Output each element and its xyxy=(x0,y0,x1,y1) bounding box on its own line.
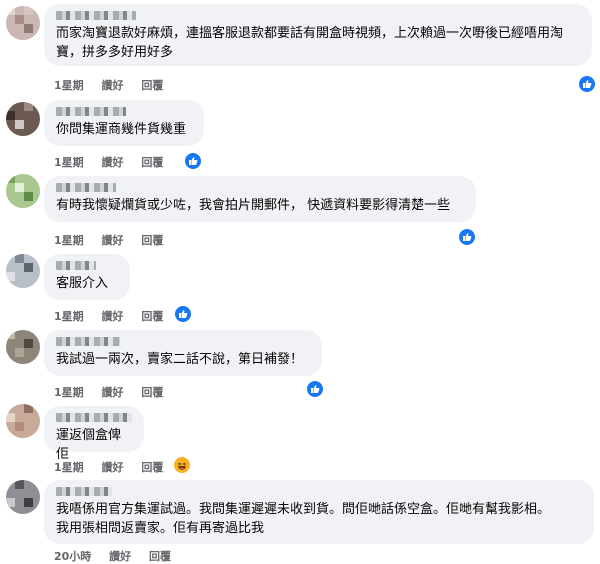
comment-actions: 1星期 讚好 回覆 xyxy=(54,308,177,324)
avatar[interactable] xyxy=(6,330,40,364)
comment-time[interactable]: 1星期 xyxy=(54,156,84,169)
avatar[interactable] xyxy=(6,480,40,514)
comment-item: 有時我懷疑爛貨或少咗，我會拍片開郵件， 快遞資料要影得清楚一些 1星期 讚好 回… xyxy=(0,172,600,248)
comment-item: 運返個盒俾佢 1星期 讚好 回覆 xyxy=(0,402,600,478)
comment-actions: 1星期 讚好 回覆 xyxy=(54,154,177,170)
like-button[interactable]: 讚好 xyxy=(101,461,124,474)
avatar[interactable] xyxy=(6,174,40,208)
comment-time[interactable]: 1星期 xyxy=(54,461,84,474)
comment-time[interactable]: 1星期 xyxy=(54,310,84,323)
like-button[interactable]: 讚好 xyxy=(101,79,124,92)
comment-time[interactable]: 20小時 xyxy=(54,550,92,563)
comment-item: 客服介入 1星期 讚好 回覆 xyxy=(0,250,600,324)
like-icon[interactable] xyxy=(577,74,597,94)
reply-button[interactable]: 回覆 xyxy=(141,386,164,399)
like-button[interactable]: 讚好 xyxy=(101,310,124,323)
like-button[interactable]: 讚好 xyxy=(101,386,124,399)
like-icon[interactable] xyxy=(173,304,193,324)
avatar[interactable] xyxy=(6,102,40,136)
comment-item: 你問集運商幾件貨幾重 1星期 讚好 回覆 xyxy=(0,96,600,171)
comment-text: 客服介入 xyxy=(56,276,109,291)
comment-bubble: 而家淘寶退款好麻煩，連搵客服退款都要話有開盒時視頻，上次賴過一次嘢後已經唔用淘寶… xyxy=(44,4,592,66)
reply-button[interactable]: 回覆 xyxy=(141,156,164,169)
like-icon[interactable] xyxy=(457,227,477,247)
comment-bubble: 有時我懷疑爛貨或少咗，我會拍片開郵件， 快遞資料要影得清楚一些 xyxy=(44,176,476,222)
comment-time[interactable]: 1星期 xyxy=(54,386,84,399)
author-name-blurred[interactable] xyxy=(56,183,116,192)
reply-button[interactable]: 回覆 xyxy=(149,550,171,563)
comment-actions: 1星期 讚好 回覆 xyxy=(54,77,177,93)
avatar[interactable] xyxy=(6,254,40,288)
author-name-blurred[interactable] xyxy=(56,11,136,20)
like-icon[interactable] xyxy=(183,151,203,171)
comment-item: 我唔係用官方集運試過。我問集運遲遲未收到貨。問佢哋話係空盒。佢哋有幫我影相。 我… xyxy=(0,478,600,564)
comment-item: 而家淘寶退款好麻煩，連搵客服退款都要話有開盒時視頻，上次賴過一次嘢後已經唔用淘寶… xyxy=(0,0,600,96)
comment-text: 我唔係用官方集運試過。我問集運遲遲未收到貨。問佢哋話係空盒。佢哋有幫我影相。 我… xyxy=(56,502,551,536)
comment-bubble: 我唔係用官方集運試過。我問集運遲遲未收到貨。問佢哋話係空盒。佢哋有幫我影相。 我… xyxy=(44,480,594,544)
like-button[interactable]: 讚好 xyxy=(101,156,124,169)
comment-actions: 20小時 讚好 回覆 xyxy=(54,548,185,564)
comment-bubble: 我試過一兩次，賣家二話不說，第日補發！ xyxy=(44,330,322,376)
comment-time[interactable]: 1星期 xyxy=(54,79,84,92)
author-name-blurred[interactable] xyxy=(56,487,112,496)
comment-actions: 1星期 讚好 回覆 xyxy=(54,232,177,248)
reply-button[interactable]: 回覆 xyxy=(141,79,164,92)
author-name-blurred[interactable] xyxy=(56,337,120,346)
comment-bubble: 客服介入 xyxy=(44,254,130,300)
author-name-blurred[interactable] xyxy=(56,107,126,116)
haha-icon[interactable] xyxy=(172,455,192,475)
avatar[interactable] xyxy=(6,6,40,40)
comment-text: 你問集運商幾件貨幾重 xyxy=(56,122,187,137)
author-name-blurred[interactable] xyxy=(56,413,132,422)
author-name-blurred[interactable] xyxy=(56,261,96,270)
comment-text: 而家淘寶退款好麻煩，連搵客服退款都要話有開盒時視頻，上次賴過一次嘢後已經唔用淘寶… xyxy=(56,26,564,60)
reply-button[interactable]: 回覆 xyxy=(141,461,164,474)
comment-bubble: 運返個盒俾佢 xyxy=(44,406,144,462)
reply-button[interactable]: 回覆 xyxy=(141,234,164,247)
comment-bubble: 你問集運商幾件貨幾重 xyxy=(44,100,204,146)
comment-text: 有時我懷疑爛貨或少咗，我會拍片開郵件， 快遞資料要影得清楚一些 xyxy=(56,198,451,213)
comment-item: 我試過一兩次，賣家二話不說，第日補發！ 1星期 讚好 回覆 xyxy=(0,326,600,400)
comment-actions: 1星期 讚好 回覆 xyxy=(54,384,177,400)
comment-text: 我試過一兩次，賣家二話不說，第日補發！ xyxy=(56,352,304,367)
like-icon[interactable] xyxy=(305,379,325,399)
comment-text: 運返個盒俾佢 xyxy=(56,428,122,462)
avatar[interactable] xyxy=(6,404,40,438)
comment-actions: 1星期 讚好 回覆 xyxy=(54,459,177,475)
like-button[interactable]: 讚好 xyxy=(109,550,132,563)
like-button[interactable]: 讚好 xyxy=(101,234,124,247)
comment-time[interactable]: 1星期 xyxy=(54,234,84,247)
reply-button[interactable]: 回覆 xyxy=(141,310,164,323)
